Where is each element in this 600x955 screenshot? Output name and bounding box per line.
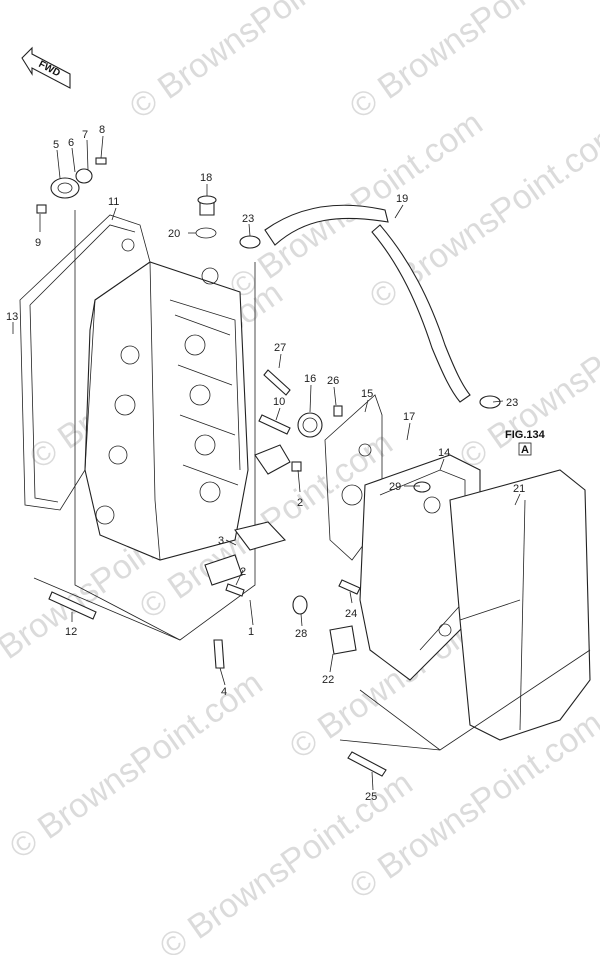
callout-10: 10 [273,396,285,408]
watermark: © BrownsPoint.com [343,0,600,127]
callout-28: 28 [295,628,307,640]
callout-11: 11 [108,196,119,208]
callout-19: 19 [396,193,408,205]
watermark: © BrownsPoint.com [123,0,390,127]
callout-numbers: 1 2 2 3 4 5 6 7 8 9 10 11 12 13 14 15 16… [6,124,525,803]
callout-8: 8 [99,124,105,136]
callout-24: 24 [345,608,357,620]
callout-18: 18 [200,172,212,184]
lower-fasteners [48,481,431,777]
head-gasket [19,214,151,511]
small-fasteners [254,369,343,475]
callout-1: 1 [248,626,254,638]
callout-9: 9 [35,237,41,249]
callout-2: 2 [240,566,246,578]
callout-16: 16 [304,373,316,385]
callout-15: 15 [361,388,373,400]
callout-26: 26 [327,375,339,387]
callout-14: 14 [438,447,450,459]
watermark: © BrownsPoint.com [363,114,600,317]
cover-frame [339,649,591,751]
figure-ref-label: FIG.134 [505,429,546,441]
exhaust-cover [359,454,481,681]
callout-25: 25 [365,791,377,803]
callout-23: 23 [506,397,518,409]
callout-13: 13 [6,311,18,323]
callout-6: 6 [68,137,74,149]
callout-2: 2 [297,497,303,509]
callout-4: 4 [221,686,227,698]
callout-3: 3 [218,535,224,547]
callout-23: 23 [242,213,254,225]
callout-22: 22 [322,674,334,686]
callout-20: 20 [168,228,180,240]
fwd-arrow-icon: FWD [21,46,71,89]
figure-reference: FIG.134 A [505,429,546,456]
leader-lines [12,135,521,791]
callout-21: 21 [513,483,525,495]
figure-ref-box-label: A [521,444,529,456]
callout-29: 29 [389,481,401,493]
watermark: © BrownsPoint.com [3,664,270,867]
thermostat-assembly [36,157,107,214]
callout-17: 17 [403,411,415,423]
plug-and-oring [195,195,217,239]
assembly-frame [33,210,256,641]
callout-7: 7 [82,129,88,141]
figure-ref-box [518,442,532,456]
water-hose [239,204,501,409]
callout-27: 27 [274,342,286,354]
callout-12: 12 [65,626,77,638]
cylinder-head [84,261,249,561]
callout-5: 5 [53,139,59,151]
outer-cover [449,469,591,741]
